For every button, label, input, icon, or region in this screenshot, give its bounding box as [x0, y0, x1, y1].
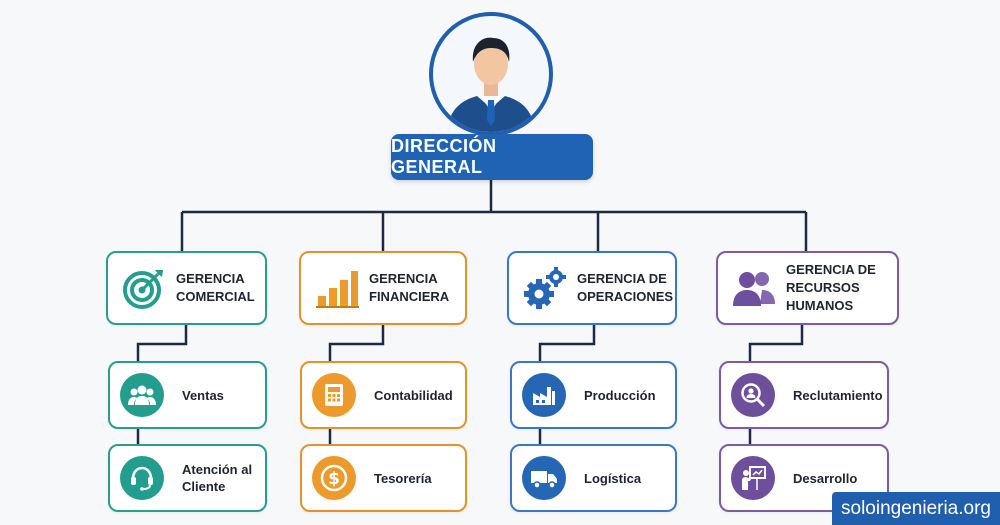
magnifier-person-icon: [731, 373, 775, 417]
factory-icon: [522, 373, 566, 417]
top-management-title: DIRECCIÓN GENERAL: [391, 136, 497, 177]
unit-box-treasury: $ Tesorería: [300, 444, 467, 512]
unit-label-line1: Tesorería: [374, 470, 432, 486]
team-icon: [120, 373, 164, 417]
unit-label-line1: Producción: [584, 387, 656, 403]
unit-box-recruitment: Reclutamiento: [719, 361, 889, 429]
svg-text:$: $: [328, 469, 340, 489]
manager-label-line2: RECURSOS HUMANOS: [786, 280, 860, 313]
manager-box-finance: GERENCIA FINANCIERA: [299, 251, 467, 325]
manager-label-line2: COMERCIAL: [176, 289, 255, 304]
watermark-text: soloingenieria.org: [841, 497, 991, 519]
people-icon: [732, 266, 776, 310]
headset-icon: [120, 456, 164, 500]
site-watermark: soloingenieria.org: [832, 492, 1000, 525]
unit-label-line1: Desarrollo: [793, 470, 858, 486]
unit-box-logistics: Logística: [510, 444, 677, 512]
unit-box-customer-service: Atención al Cliente: [108, 444, 267, 512]
target-icon: [122, 266, 166, 310]
unit-label-line2: Cliente: [182, 479, 226, 494]
gears-icon: [523, 266, 567, 310]
manager-label-line2: FINANCIERA: [369, 289, 450, 304]
manager-box-human-resources: GERENCIA DE RECURSOS HUMANOS: [716, 251, 899, 325]
unit-label-line1: Reclutamiento: [793, 387, 883, 403]
manager-box-commercial: GERENCIA COMERCIAL: [106, 251, 267, 325]
manager-label-line2: OPERACIONES: [577, 289, 674, 304]
bar-chart-icon: [315, 266, 359, 310]
calculator-icon: [312, 373, 356, 417]
manager-box-operations: GERENCIA DE OPERACIONES: [507, 251, 677, 325]
unit-label-line1: Contabilidad: [374, 387, 453, 403]
unit-label-line1: Atención al: [182, 462, 253, 477]
truck-icon: [522, 456, 566, 500]
unit-box-production: Producción: [510, 361, 677, 429]
manager-label-line1: GERENCIA: [369, 271, 438, 286]
manager-label-line1: GERENCIA: [176, 271, 245, 286]
manager-label-line1: GERENCIA DE: [786, 262, 876, 277]
executive-avatar-icon: [429, 12, 553, 136]
unit-label-line1: Ventas: [182, 387, 224, 403]
dollar-coin-icon: $: [312, 456, 356, 500]
manager-label-line1: GERENCIA DE: [577, 271, 667, 286]
unit-box-accounting: Contabilidad: [300, 361, 467, 429]
unit-label-line1: Logística: [584, 470, 642, 486]
presentation-icon: [731, 456, 775, 500]
unit-box-sales: Ventas: [108, 361, 267, 429]
top-management-box: DIRECCIÓN GENERAL: [391, 134, 593, 180]
